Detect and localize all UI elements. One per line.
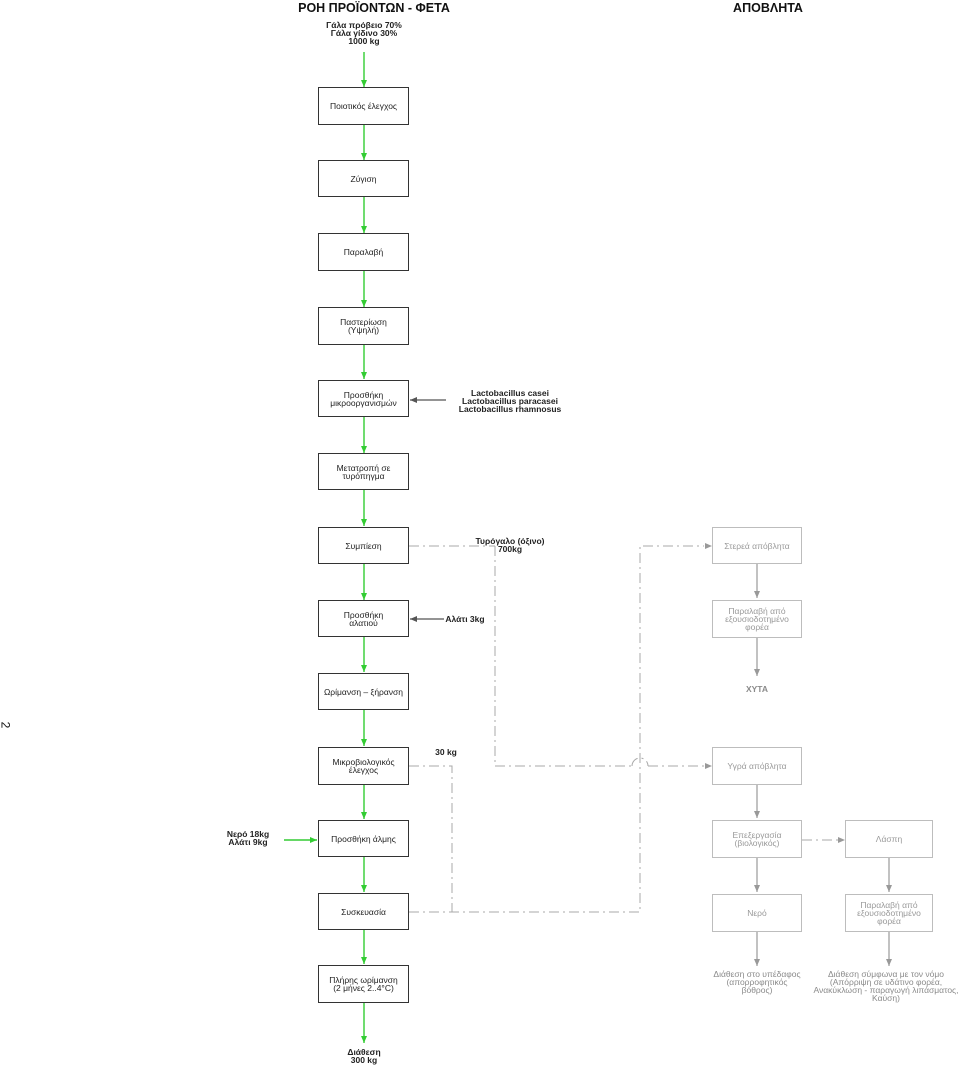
waste-arrowheads [705, 543, 845, 843]
step-add-microorganisms: Προσθήκη μικροοργανισμών [318, 380, 409, 417]
brine-input-label: Νερό 18kg Αλάτι 9kg [226, 829, 270, 847]
landfill-label: ΧΥΤΑ [745, 684, 769, 694]
product-flow-header: ΡΟΗ ΠΡΟΪΟΝΤΩΝ - ΦΕΤΑ [298, 1, 450, 15]
page-number: 2 [0, 722, 12, 729]
step-pasteurization: Παστερίωση (Υψηλή) [318, 307, 409, 345]
milk-input-label: Γάλα πρόβειο 70% Γάλα γίδινο 30% 1000 kg [326, 20, 402, 46]
step-add-brine: Προσθήκη άλμης [318, 820, 409, 857]
step-packaging: Συσκευασία [318, 893, 409, 930]
step-quality-control: Ποιοτικός έλεγχος [318, 87, 409, 125]
step-pressing: Συμπίεση [318, 527, 409, 564]
main-flow-arrows [284, 52, 367, 1043]
waste-connectors [409, 545, 838, 913]
waste-solid-pickup: Παραλαβή από εξουσιοδοτημένο φορέα [712, 600, 802, 638]
step-ripening-drying: Ωρίμανση – ξήρανση [318, 673, 409, 710]
waste-water: Νερό [712, 894, 802, 932]
step-curd-conversion: Μετατροπή σε τυρόπηγμα [318, 453, 409, 490]
step-microbiological-control: Μικροβιολογικός έλεγχος [318, 747, 409, 785]
waste-liquid: Υγρά απόβλητα [712, 747, 802, 785]
waste-header: ΑΠΟΒΛΗΤΑ [733, 1, 803, 15]
final-disposal-label: Διάθεση 300 kg [347, 1047, 381, 1065]
step-full-ripening: Πλήρης ωρίμανση (2 μήνες 2..4°C) [318, 965, 409, 1003]
waste-flow-arrows [754, 564, 892, 966]
salt-input-label: Αλάτι 3kg [445, 614, 485, 624]
waste-sludge: Λάσπη [845, 820, 933, 858]
waste-sludge-pickup: Παραλαβή από εξουσιοδοτημένο φορέα [845, 894, 933, 932]
step-add-salt: Προσθήκη αλατιού [318, 600, 409, 637]
water-disposal-label: Διάθεση στο υπέδαφος (απορροφητικός βόθρ… [713, 969, 801, 995]
waste-solid: Στερεά απόβλητα [712, 527, 802, 564]
thirty-kg-label: 30 kg [435, 747, 457, 757]
waste-processing: Επεξεργασία (βιολογικός) [712, 820, 802, 858]
input-arrows [410, 397, 446, 622]
whey-output-label: Τυρόγαλο (όξινο) 700kg [475, 536, 545, 554]
microorganisms-label: Lactobacillus casei Lactobacillus paraca… [458, 388, 562, 414]
step-receipt: Παραλαβή [318, 233, 409, 271]
sludge-disposal-label: Διάθεση σύμφωνα με τον νόμο (Απόρριψη σε… [813, 969, 959, 1003]
step-weighing: Ζύγιση [318, 160, 409, 197]
